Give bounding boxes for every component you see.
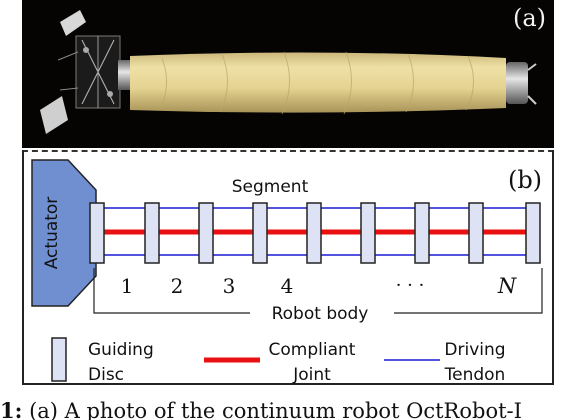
panel-a-label: (a) (512, 4, 546, 32)
actuator-block (31, 159, 97, 307)
legend-tendon-label-line2: Tendon (444, 365, 506, 385)
legend-disc-label-line1: Guiding (88, 340, 154, 360)
disc-number-n: N (497, 274, 517, 298)
segment-label: Segment (232, 177, 309, 197)
robot-schematic: Actuator Segment (b) 1 2 3 4 · · · N Rob… (31, 159, 543, 385)
legend-disc-swatch (51, 337, 67, 382)
guiding-disc (360, 202, 376, 264)
disc-number-1: 1 (121, 274, 134, 298)
guiding-disc (414, 202, 430, 264)
caption-text: (a) A photo of the continuum robot OctRo… (29, 399, 522, 420)
robot-photo (40, 10, 537, 134)
figure-caption: 1: (a) A photo of the continuum robot Oc… (0, 398, 584, 420)
guiding-discs (89, 202, 541, 264)
legend-disc-label-line2: Disc (88, 365, 124, 385)
schematic-panel (22, 150, 554, 385)
disc-number-4: 4 (281, 274, 294, 298)
end-cap (506, 62, 528, 104)
guiding-disc (525, 202, 541, 264)
robot-photo-panel: (a) (22, 0, 554, 148)
disc-ellipsis: · · · (396, 275, 425, 296)
guiding-disc (89, 202, 105, 264)
robot-body-label: Robot body (272, 304, 369, 324)
guiding-disc (198, 202, 214, 264)
legend: Guiding Disc Compliant Joint Driving Ten… (51, 337, 506, 385)
panel-divider (22, 150, 554, 152)
legend-tendon-label-line1: Driving (444, 340, 505, 360)
legend-joint-label-line2: Joint (292, 365, 331, 385)
guiding-disc (468, 202, 484, 264)
robot-body-bracket (93, 268, 543, 314)
legend-joint-label-line1: Compliant (269, 340, 356, 360)
disc-number-2: 2 (171, 274, 184, 298)
actuator-label: Actuator (42, 197, 62, 270)
body-texture (159, 51, 474, 115)
actuator-mechanism (40, 10, 121, 134)
base-connector (118, 60, 132, 90)
caption-fig-label: 1: (0, 398, 23, 420)
guiding-disc (144, 202, 160, 264)
disc-number-3: 3 (223, 274, 236, 298)
panel-b-label: (b) (508, 166, 542, 194)
guiding-disc (252, 202, 268, 264)
guiding-disc (306, 202, 322, 264)
